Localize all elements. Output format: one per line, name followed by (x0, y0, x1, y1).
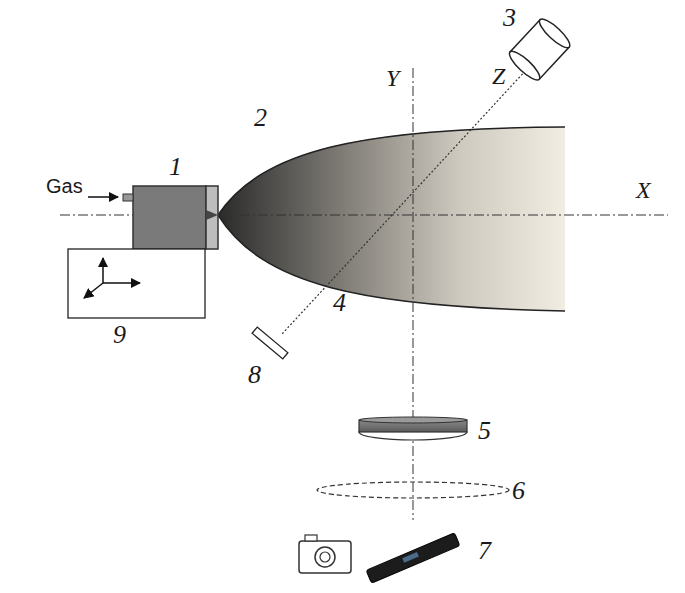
plasma-jet (218, 127, 565, 311)
image-plane (317, 482, 509, 498)
callout-number: 4 (333, 290, 346, 316)
callout-number: 7 (478, 538, 491, 564)
callout-number: 1 (169, 154, 182, 180)
callout-number: 9 (113, 322, 126, 348)
nozzle-tip (206, 210, 218, 220)
axis-label: Y (386, 66, 399, 90)
axis-arrow (102, 258, 104, 283)
photo-camera (299, 535, 351, 573)
callout-number: 2 (254, 105, 267, 131)
y-axis (413, 68, 414, 520)
axis-arrow (103, 282, 140, 284)
plasma-torch (133, 186, 206, 249)
gas-arrow (88, 196, 118, 198)
camera-3 (506, 15, 573, 83)
callout-number: 6 (512, 478, 525, 504)
flow-label: Gas (46, 176, 83, 196)
axis-label: Z (492, 64, 505, 88)
lens (359, 417, 467, 423)
jet-boundary (218, 127, 565, 215)
axis-label: X (636, 178, 651, 202)
gas-inlet (123, 194, 133, 201)
axis-arrow (84, 283, 103, 298)
callout-number: 3 (503, 5, 516, 31)
callout-number: 5 (478, 418, 491, 444)
pen-scanner (366, 533, 460, 583)
positioner-box (68, 249, 205, 318)
callout-number: 8 (248, 362, 261, 388)
torch-cap (206, 186, 218, 249)
z-axis (282, 68, 528, 334)
screen-plate (252, 327, 288, 359)
jet-boundary (218, 215, 565, 311)
